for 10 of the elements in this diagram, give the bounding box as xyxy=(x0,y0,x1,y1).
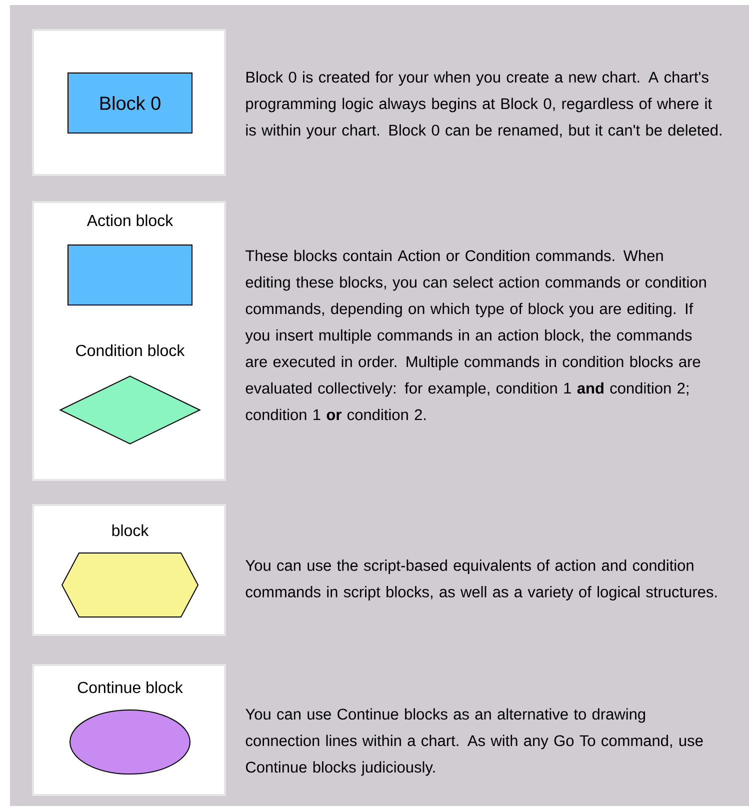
node-label: block xyxy=(112,524,149,536)
description-text: These blocks contain Action or Condition commands. When editing these blocks, you can select action commands or condition commands, depending on which type of block you are editing. If you insert multiple commands in an action block, the commands are executed in order. Multiple commands in condition blocks are evaluated collectively: for example, condition 1 and condition 2; condition 1 or condition 2. xyxy=(245,250,706,420)
process-box: Action block xyxy=(68,214,192,306)
process-box: Block 0 xyxy=(68,72,192,134)
node-label: Continue block xyxy=(78,681,183,694)
description-text: You can use the script-based equivalents of action and condition commands in script blocks, as well as a variety of logical structures. xyxy=(246,560,717,600)
description-text: Block 0 is created for your when you create a new chart. A chart's programming logic always begins at Block 0, regardless of where it is within your chart. Block 0 can be renamed, but it can't be deleted. xyxy=(246,71,722,139)
description-text: You can use Continue blocks as an alternative to drawing connection lines within a chart. As with any Go To command, use Continue blocks judiciously. xyxy=(246,708,703,776)
node-label: Action block xyxy=(86,214,174,226)
node-label: Condition block xyxy=(76,344,185,356)
